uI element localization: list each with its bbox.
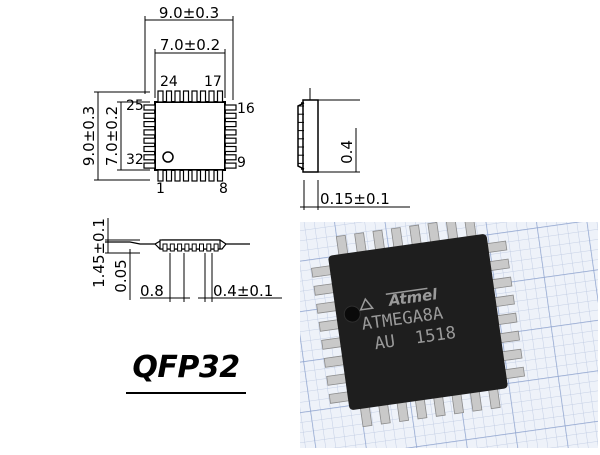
right-pin [224, 145, 237, 153]
top-pin [174, 90, 181, 103]
right-pin [224, 120, 237, 128]
pin1-dimple [343, 305, 361, 323]
right-pin [224, 104, 237, 111]
front-lead [184, 243, 190, 252]
inner-width-label: 7.0±0.2 [160, 36, 220, 54]
top-pin [191, 90, 198, 103]
package-title: QFP32 [132, 350, 240, 385]
front-lead [162, 243, 168, 252]
warning-triangle-icon [359, 297, 375, 311]
pin-label-17: 17 [204, 74, 222, 90]
front-lead [213, 243, 219, 252]
standoff-label: 0.05 [112, 259, 130, 292]
bottom-pin [157, 169, 164, 182]
right-pin [224, 112, 237, 119]
pin-label-24: 24 [160, 74, 178, 90]
front-lead [177, 243, 183, 252]
bottom-pin [174, 169, 181, 182]
right-pin [224, 137, 237, 144]
top-pin [208, 90, 215, 103]
top-view-body [154, 101, 226, 171]
front-lead [199, 243, 204, 252]
left-pin [143, 112, 156, 119]
bottom-pin-row [157, 169, 224, 182]
side-view: 0.4 0.15±0.1 [297, 88, 410, 210]
right-pin [224, 154, 237, 161]
right-pin [224, 162, 237, 169]
bottom-pin [191, 169, 198, 182]
bottom-pin [216, 169, 224, 182]
bottom-pin [182, 169, 190, 182]
side-view-body [302, 99, 319, 173]
left-pin [143, 120, 156, 128]
top-pin [165, 90, 173, 103]
left-pin-column [143, 104, 156, 169]
right-pin [224, 129, 237, 136]
left-pin [143, 162, 156, 169]
front-view-outline [105, 239, 250, 245]
top-pin [182, 90, 190, 103]
bottom-pin [199, 169, 207, 182]
inner-height-label: 7.0±0.2 [103, 106, 121, 166]
top-pin [157, 90, 164, 103]
height-label: 1.45±0.1 [90, 218, 108, 288]
chip-photo: Atmel ATMEGA8A AU 1518 [300, 222, 598, 448]
left-pin [143, 154, 156, 161]
lead-width-label: 0.4±0.1 [213, 282, 273, 300]
pin-label-8: 8 [219, 181, 228, 197]
right-pin-column [224, 104, 237, 169]
outer-width-label: 9.0±0.3 [159, 4, 219, 22]
top-view: 9.0±0.3 7.0±0.2 9.0±0.3 7.0±0.2 24 17 16… [80, 4, 255, 197]
top-pin [199, 90, 207, 103]
lead-thickness-label: 0.15±0.1 [320, 190, 390, 208]
body-thickness-label: 0.4 [338, 140, 356, 164]
pin-label-1: 1 [156, 181, 165, 197]
pin-label-25: 25 [126, 98, 144, 114]
left-pin [143, 129, 156, 136]
left-pin [143, 137, 156, 144]
front-view-body [159, 239, 221, 250]
pin-label-16: 16 [237, 101, 255, 117]
title-underline [126, 392, 246, 394]
left-pin [143, 145, 156, 153]
top-pin-row [157, 90, 224, 103]
chip-body [328, 234, 508, 410]
front-lead [206, 243, 212, 252]
front-view: 1.45±0.1 0.05 0.8 0.4±0.1 [90, 218, 282, 302]
side-view-leads [298, 105, 304, 164]
outer-height-label: 9.0±0.3 [80, 106, 98, 166]
bottom-pin [165, 169, 173, 182]
front-lead [191, 243, 197, 252]
pitch-label: 0.8 [140, 282, 164, 300]
pin-label-9: 9 [237, 155, 246, 171]
chip: Atmel ATMEGA8A AU 1518 [311, 222, 526, 428]
left-pin [143, 104, 156, 111]
top-pin [216, 90, 224, 103]
pin-label-32: 32 [126, 152, 144, 168]
front-lead [169, 243, 175, 252]
pin1-marker [162, 151, 174, 163]
bottom-pin [208, 169, 215, 182]
front-view-leads [162, 243, 219, 252]
